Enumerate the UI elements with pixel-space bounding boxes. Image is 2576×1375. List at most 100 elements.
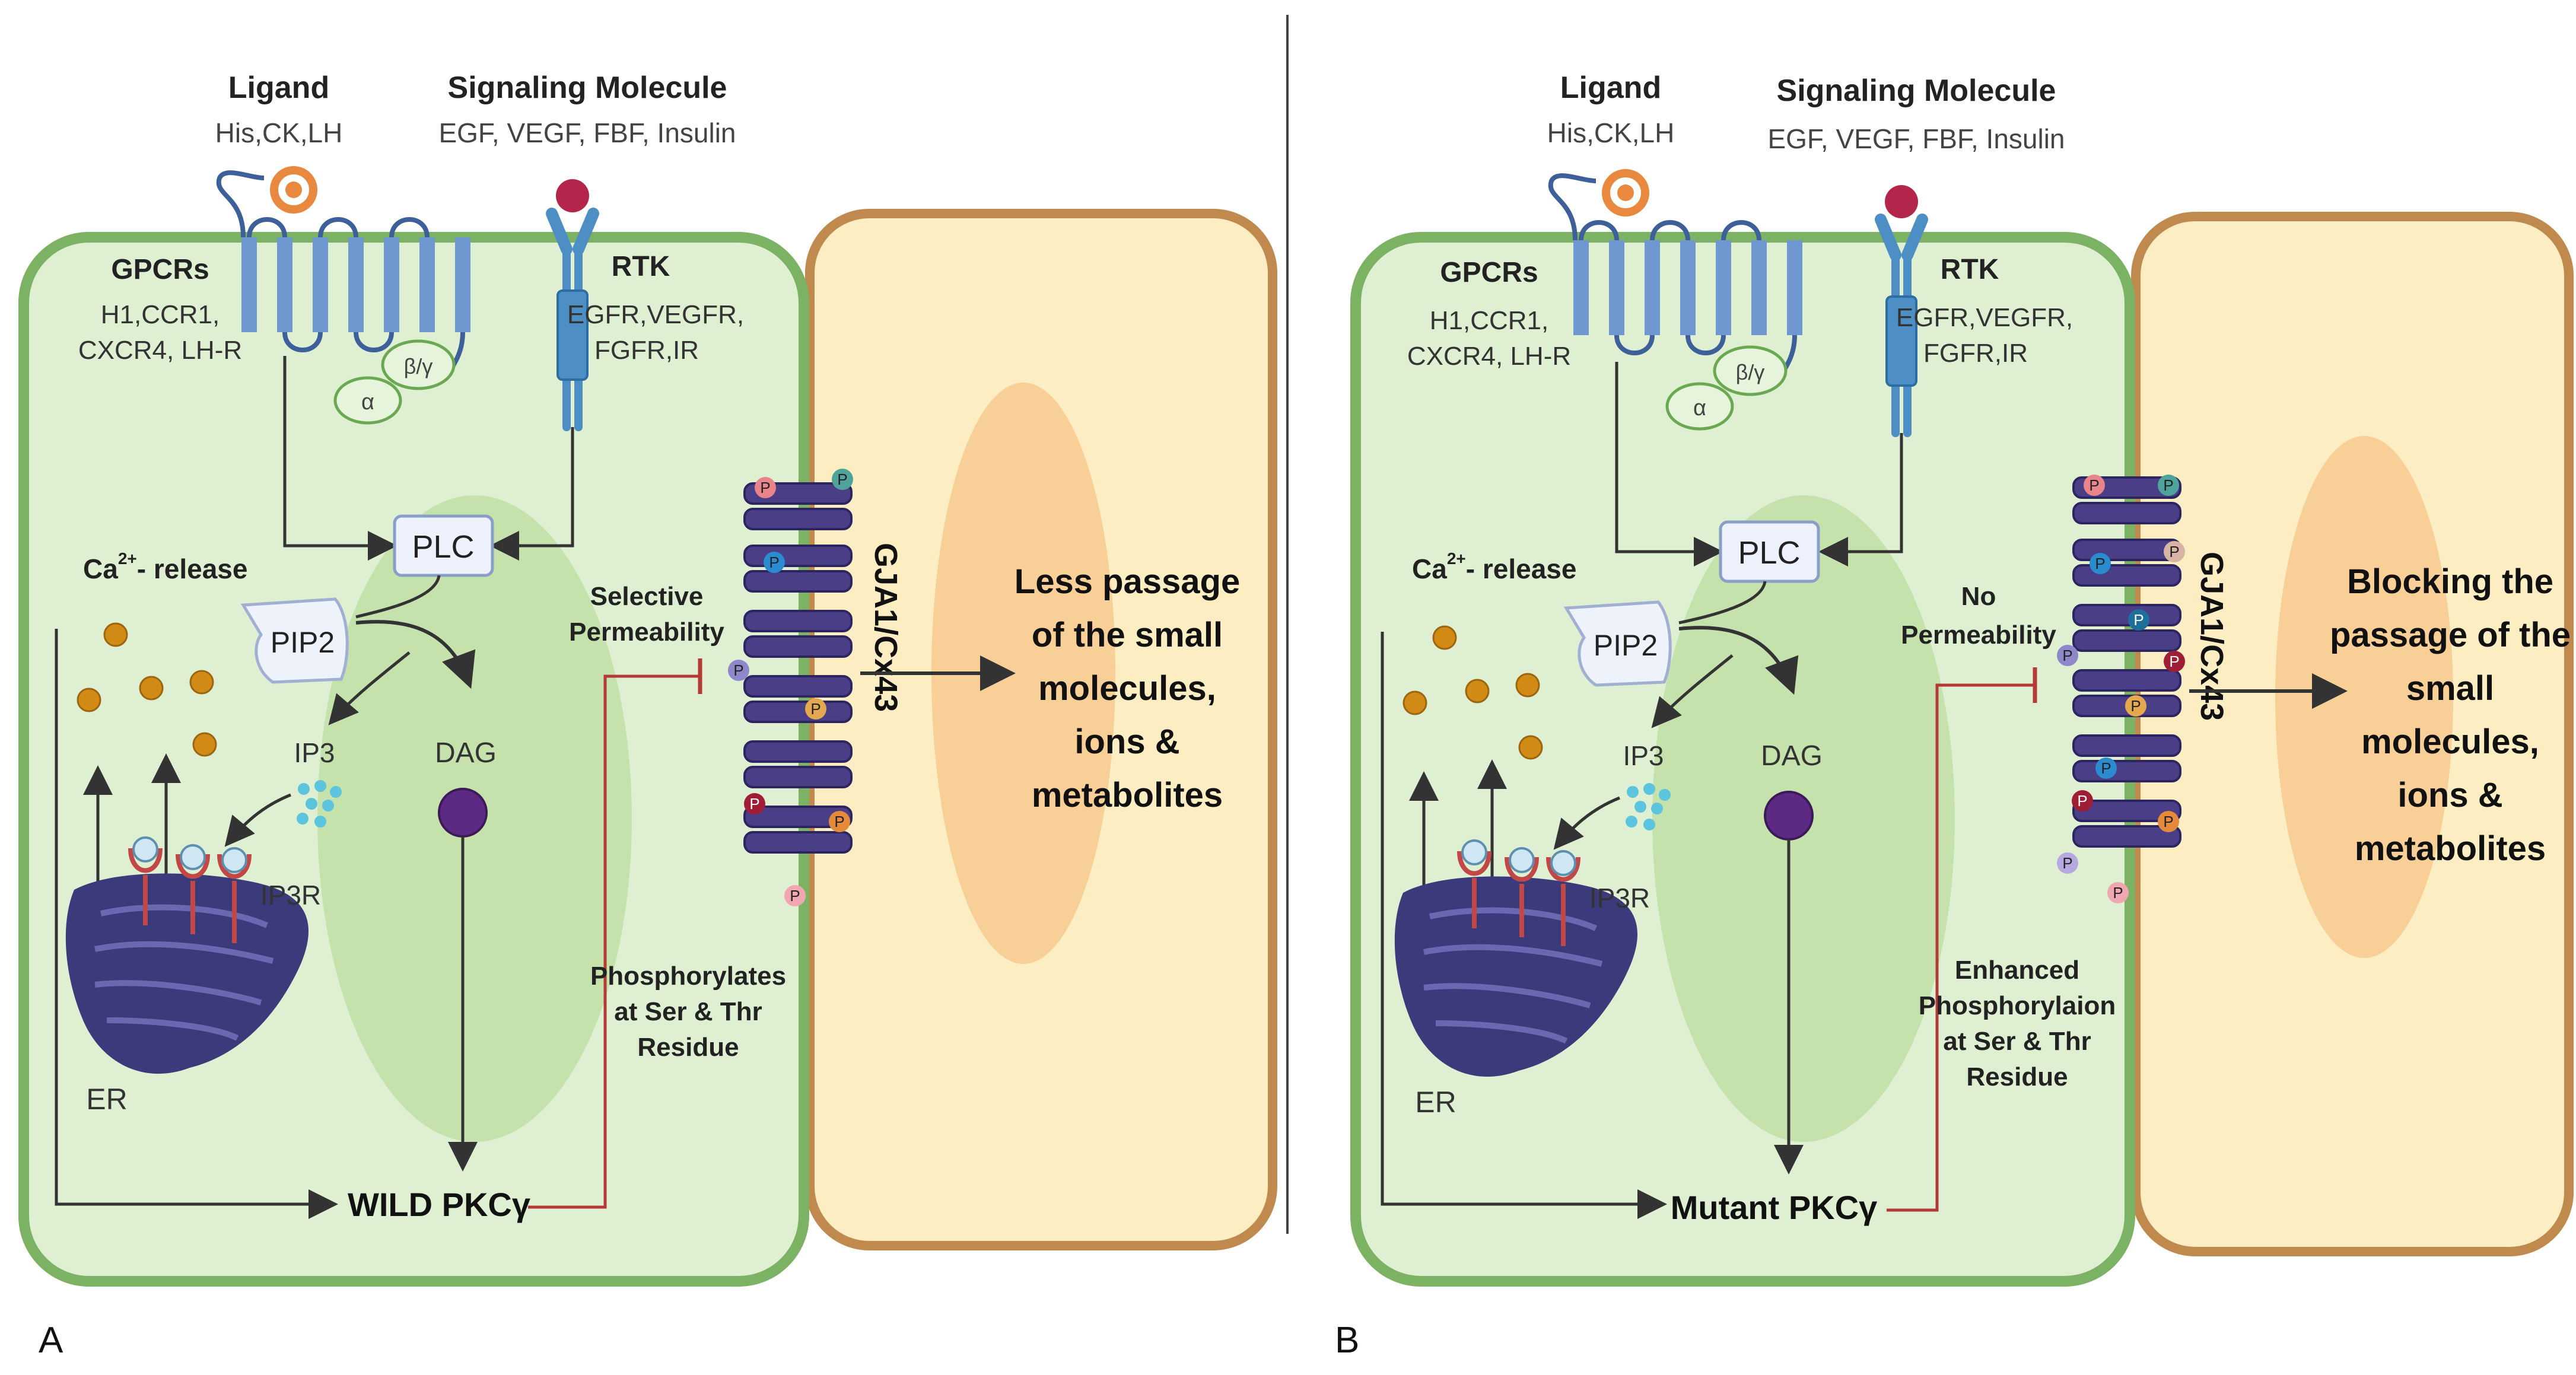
signaling-title: Signaling Molecule	[1777, 74, 2056, 108]
pip2-shape	[240, 597, 349, 684]
gap-junction-label: GJA1/Cx43	[2194, 552, 2230, 721]
er-organelle-icon	[65, 873, 309, 1074]
permeability-line-1: No	[1961, 582, 1996, 611]
ip3-bound-molecules	[1461, 839, 1576, 876]
panel-b: Ligand His,CK,LH Signaling Molecule EGF,…	[1335, 71, 2574, 1361]
gpcr-to-plc-arrow	[283, 356, 397, 561]
dag-molecule-icon	[1764, 791, 1814, 841]
ca-release-label: Ca2+- release	[1412, 549, 1576, 584]
ligand-title: Ligand	[1560, 71, 1661, 105]
ca-release-label: Ca2+- release	[83, 549, 247, 584]
phosphorylation-line-2: at Ser & Thr	[614, 997, 762, 1026]
er-label: ER	[86, 1083, 127, 1116]
rtk-title: RTK	[1941, 254, 1999, 285]
alpha-label: α	[361, 390, 374, 415]
ip3r-label: IP3R	[260, 880, 321, 911]
outcome-line-5: metabolites	[1032, 776, 1223, 814]
panel-label: A	[39, 1320, 63, 1361]
signaling-title: Signaling Molecule	[448, 71, 727, 105]
rtk-transmembrane	[1885, 295, 1917, 387]
plc-box	[1719, 520, 1820, 583]
gpcr-receptor-icon	[1548, 173, 1802, 384]
svg-text:P: P	[2062, 647, 2072, 664]
outcome-line-5: ions &	[2397, 776, 2502, 814]
svg-text:P: P	[2133, 611, 2144, 629]
ip3-molecules	[297, 780, 342, 827]
rtk-receptor-icon	[1875, 214, 1928, 437]
g-beta-gamma-subunit	[1713, 345, 1788, 396]
gpcrs-title: GPCRs	[111, 254, 209, 285]
dag-label: DAG	[1761, 740, 1823, 772]
plc-label: PLC	[1738, 535, 1800, 571]
outcome-line-4: ions &	[1074, 722, 1179, 761]
phosphate-groups: P P P P P P P P P P P P P	[2057, 475, 2185, 903]
svg-text:P: P	[810, 700, 820, 718]
pip2-to-dag-arrow	[1678, 626, 1799, 695]
beta-gamma-label: β/γ	[1736, 360, 1765, 384]
svg-text:P: P	[2130, 697, 2141, 715]
svg-text:P: P	[837, 470, 847, 488]
plc-to-pip2-line	[1678, 581, 1767, 625]
g-alpha-subunit	[1665, 382, 1734, 431]
ligand-examples: His,CK,LH	[215, 117, 343, 148]
gpcrs-title: GPCRs	[1440, 257, 1538, 288]
ligand-core-icon	[285, 182, 302, 198]
phosphorylation-line-3: Residue	[637, 1033, 739, 1062]
alpha-label: α	[1693, 396, 1706, 421]
rtk-list-line-1: EGFR,VEGFR,	[567, 300, 744, 329]
dag-molecule-icon	[438, 788, 488, 838]
svg-text:P: P	[2095, 555, 2105, 572]
ip3-label: IP3	[1623, 740, 1664, 771]
gpcr-to-plc-arrow	[1615, 362, 1723, 566]
gpcr-receptor-icon	[216, 170, 470, 381]
svg-text:P: P	[834, 813, 844, 830]
rtk-to-plc-arrow	[489, 427, 574, 561]
ip3-to-receptor-arrow	[1553, 796, 1620, 850]
outcome-line-3: small	[2406, 669, 2494, 708]
svg-text:P: P	[2101, 759, 2111, 777]
phosphate-groups: P P P P P P P P	[728, 469, 853, 906]
ip3-receptors	[1457, 851, 1580, 946]
rtk-title: RTK	[612, 251, 670, 282]
ip3r-label: IP3R	[1589, 883, 1650, 914]
ip3-receptors	[128, 848, 252, 943]
ip3-to-receptor-arrow	[224, 793, 291, 847]
svg-text:P: P	[2062, 854, 2072, 872]
permeability-line-1: Selective	[590, 582, 704, 611]
er-label: ER	[1415, 1086, 1456, 1119]
phosphorylation-line-3: at Ser & Thr	[1943, 1027, 2091, 1056]
signaling-molecule-icon	[1885, 185, 1918, 218]
svg-text:P: P	[2163, 476, 2173, 494]
svg-text:P: P	[760, 479, 770, 496]
svg-text:P: P	[2089, 476, 2099, 494]
rtk-to-plc-arrow	[1818, 433, 1903, 566]
er-organelle-icon	[1394, 876, 1637, 1077]
pip2-label: PIP2	[271, 626, 335, 659]
neighbor-nucleus	[931, 383, 1115, 964]
phosphorylation-line-4: Residue	[1966, 1062, 2068, 1091]
panel-a: Ligand His,CK,LH Signaling Molecule EGF,…	[18, 71, 1277, 1361]
permeability-line-2: Permeability	[569, 618, 724, 647]
rtk-list-line-2: FGFR,IR	[594, 336, 699, 365]
svg-text:P: P	[769, 553, 779, 571]
gap-junction-channels	[743, 482, 853, 854]
gap-junction-label: GJA1/Cx43	[868, 543, 904, 712]
beta-gamma-label: β/γ	[404, 354, 433, 378]
g-beta-gamma-subunit	[381, 339, 456, 390]
pkc-label: WILD PKCγ	[348, 1186, 530, 1223]
svg-text:P: P	[2169, 653, 2179, 670]
outcome-line-2: passage of the	[2330, 616, 2571, 654]
svg-text:P: P	[733, 661, 743, 679]
pkc-inhibition-line	[528, 674, 700, 1209]
outcome-line-1: Blocking the	[2347, 562, 2553, 601]
svg-text:P: P	[790, 887, 800, 905]
g-alpha-subunit	[333, 376, 402, 425]
outcome-line-4: molecules,	[2361, 722, 2539, 761]
plc-box	[393, 514, 494, 577]
permeability-line-2: Permeability	[1901, 620, 2056, 650]
pkc-inhibition-line	[1887, 683, 2035, 1212]
signaling-molecule-icon	[556, 179, 589, 212]
gpcr-list-line-1: H1,CCR1,	[1430, 306, 1549, 335]
ligand-title: Ligand	[228, 71, 329, 105]
